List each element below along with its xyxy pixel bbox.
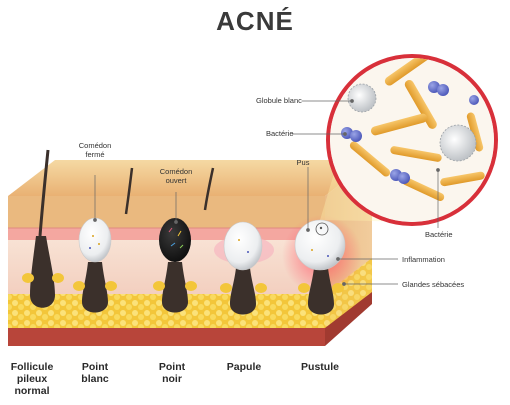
- label-glandes-sebacees: Glandes sébacées: [402, 280, 464, 289]
- follicle-papule: [214, 221, 274, 315]
- zoom-circle: [326, 54, 498, 226]
- hair-3: [203, 167, 215, 211]
- label-comedon-ferme-1: Comédon: [79, 141, 112, 150]
- hair-2: [124, 167, 134, 215]
- label-comedon-ouvert-1: Comédon: [160, 167, 193, 176]
- bacteria-cluster: [390, 169, 410, 184]
- stage-label-pustule: Pustule: [301, 361, 339, 373]
- bacteria-cluster: [428, 81, 449, 96]
- label-globule-blanc: Globule blanc: [256, 96, 302, 105]
- follicle-whitehead: [73, 217, 117, 313]
- hair-normal: [38, 149, 50, 237]
- diagram-title: ACNÉ: [216, 6, 294, 36]
- label-comedon-ouvert-2: ouvert: [166, 176, 188, 185]
- label-inflammation: Inflammation: [402, 255, 445, 264]
- muscle-layer: [8, 328, 325, 346]
- label-comedon-ferme-2: fermé: [85, 150, 104, 159]
- stage-label-follicule: Follicule pileux normal: [10, 361, 54, 397]
- follicle-normal: [22, 236, 64, 308]
- white-blood-cell: [347, 83, 377, 113]
- stage-label-point-blanc: Point blanc: [81, 361, 109, 385]
- follicle-pustule: [282, 215, 362, 315]
- bacteria-cluster: [469, 95, 479, 105]
- label-bacterie-left: Bactérie: [266, 129, 294, 138]
- bacteria-cluster: [341, 127, 362, 142]
- white-blood-cell: [439, 124, 477, 162]
- stage-label-papule: Papule: [226, 361, 262, 373]
- follicle-blackhead: [153, 218, 197, 313]
- stage-label-point-noir: Point noir: [158, 361, 186, 385]
- skin-surface: [8, 160, 372, 196]
- label-pus: Pus: [297, 158, 310, 167]
- label-bacterie-right: Bactérie: [425, 230, 453, 239]
